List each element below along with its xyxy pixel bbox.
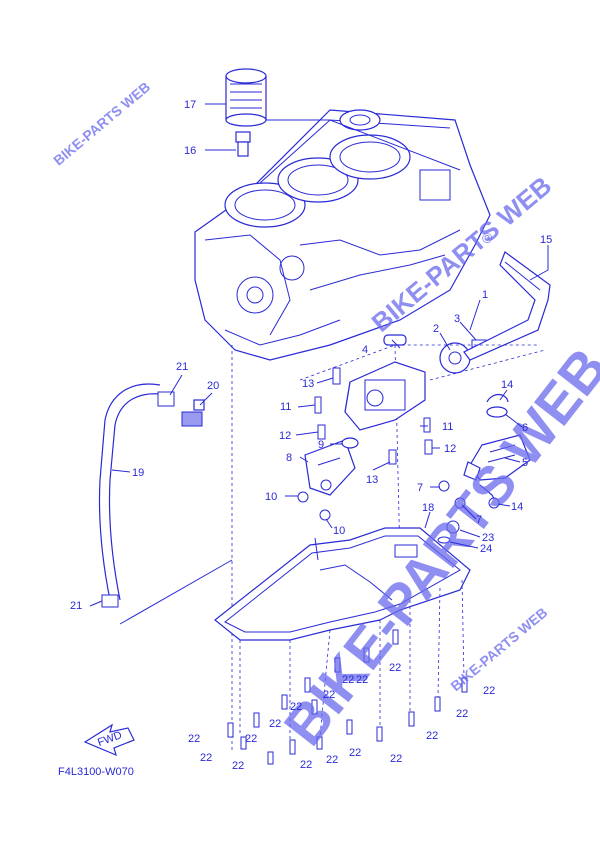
hose-clamp-21b xyxy=(101,594,119,608)
watermark-copyright: © xyxy=(482,230,493,246)
callout-22m: 22 xyxy=(389,662,401,674)
callout-17: 17 xyxy=(184,99,196,111)
callout-8: 8 xyxy=(286,452,292,464)
callout-22p: 22 xyxy=(456,708,468,720)
bolt-7a xyxy=(438,480,450,492)
callout-10b: 10 xyxy=(333,525,345,537)
callout-22o: 22 xyxy=(426,730,438,742)
bolt-10b xyxy=(319,509,331,521)
callout-22k: 22 xyxy=(356,674,368,686)
callout-7b: 7 xyxy=(476,514,482,526)
callout-24: 24 xyxy=(480,543,492,555)
callout-22a: 22 xyxy=(188,733,200,745)
bolt-12b xyxy=(424,439,433,455)
callout-11b: 11 xyxy=(442,421,453,433)
pan-bolts xyxy=(227,629,468,765)
oil-pipe xyxy=(304,439,356,496)
callout-22j: 22 xyxy=(342,674,354,686)
callout-7a: 7 xyxy=(417,482,423,494)
callout-5: 5 xyxy=(522,457,528,469)
callout-22q: 22 xyxy=(483,685,495,697)
oil-hose xyxy=(98,383,169,601)
callout-9: 9 xyxy=(318,439,324,451)
callout-15: 15 xyxy=(540,234,552,246)
callout-22n: 22 xyxy=(390,753,402,765)
drive-chain xyxy=(463,251,551,361)
bolt-13b xyxy=(388,449,397,465)
oil-strainer xyxy=(463,434,531,481)
callout-11a: 11 xyxy=(280,401,291,413)
callout-4: 4 xyxy=(362,344,368,356)
dowel-11b xyxy=(423,417,431,433)
o-ring-6 xyxy=(486,406,508,418)
callout-3: 3 xyxy=(454,313,460,325)
callout-22f: 22 xyxy=(290,701,302,713)
callout-2: 2 xyxy=(433,323,439,335)
drain-washer xyxy=(437,536,451,544)
callout-21b: 21 xyxy=(70,600,82,612)
crankcase xyxy=(194,109,491,361)
diagram-code: F4L3100-W070 xyxy=(58,766,134,778)
callout-13b: 13 xyxy=(366,474,378,486)
callout-18: 18 xyxy=(422,502,434,514)
callout-22i: 22 xyxy=(326,754,338,766)
gasket-4 xyxy=(383,334,407,346)
oil-pump xyxy=(344,361,426,431)
callout-14b: 14 xyxy=(511,501,523,513)
fwd-arrow-icon xyxy=(83,723,135,757)
callout-10a: 10 xyxy=(265,491,277,503)
oil-sensor xyxy=(181,399,205,427)
bolt-13a xyxy=(332,367,341,385)
hose-clamp-21a xyxy=(157,391,175,407)
o-ring-9 xyxy=(341,437,359,449)
callout-12a: 12 xyxy=(279,430,291,442)
callout-13a: 13 xyxy=(302,378,314,390)
o-ring-14 xyxy=(486,393,509,403)
callout-19: 19 xyxy=(132,467,144,479)
oil-pan xyxy=(214,527,471,641)
callout-22g: 22 xyxy=(300,759,312,771)
watermark-top-left: BIKE-PARTS WEB xyxy=(50,78,153,168)
bolt-10a xyxy=(297,491,309,503)
drain-bolt xyxy=(446,520,460,534)
filter-union-bolt xyxy=(235,131,251,157)
callout-20: 20 xyxy=(207,380,219,392)
washer-14b xyxy=(488,497,500,509)
bolt-12a xyxy=(317,424,326,440)
callout-22h: 22 xyxy=(323,689,335,701)
callout-22l: 22 xyxy=(349,747,361,759)
callout-23: 23 xyxy=(482,532,494,544)
callout-22c: 22 xyxy=(200,752,212,764)
callout-16: 16 xyxy=(184,145,196,157)
callout-22e: 22 xyxy=(269,718,281,730)
callout-22b: 22 xyxy=(245,733,257,745)
callout-21a: 21 xyxy=(176,361,188,373)
callout-6: 6 xyxy=(522,422,528,434)
callout-14a: 14 xyxy=(501,379,513,391)
oil-filter xyxy=(225,68,267,127)
callout-12b: 12 xyxy=(444,443,456,455)
dowel-11a xyxy=(314,396,322,414)
pump-sprocket xyxy=(439,342,471,374)
callout-22d: 22 xyxy=(232,760,244,772)
callout-1: 1 xyxy=(482,289,488,301)
